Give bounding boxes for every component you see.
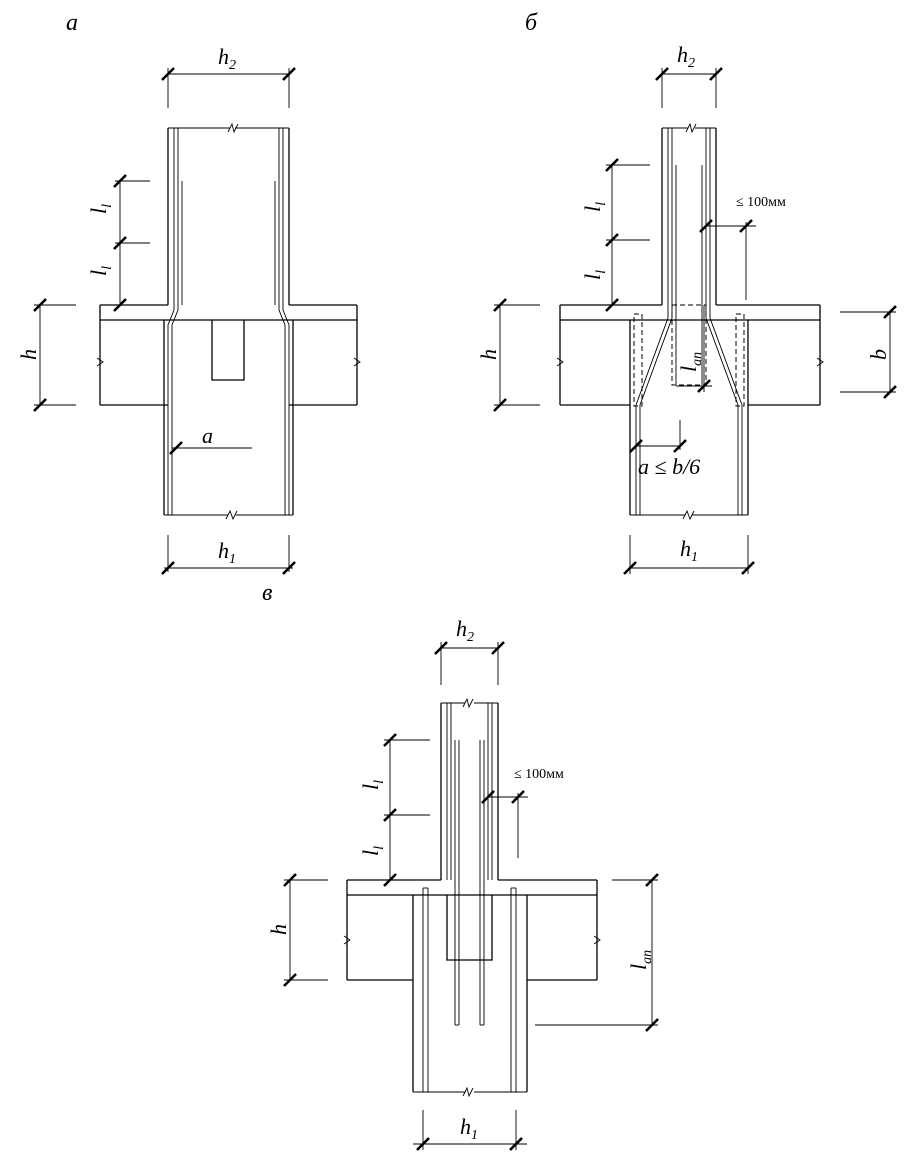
dim-100mm-label-v: ≤ 100мм (514, 767, 564, 782)
dim-h2-label-v: h2 (456, 616, 474, 645)
panel-label-b: б (525, 10, 538, 36)
dim-ll-upper-b: ll (580, 202, 609, 212)
dim-ll-lower-v: ll (358, 846, 387, 856)
dim-lan-label-b: lan (676, 352, 705, 372)
dim-h2-label-b: h2 (677, 42, 695, 71)
dim-100mm-label-b: ≤ 100мм (736, 195, 786, 210)
dim-ll-upper-a: ll (86, 204, 115, 214)
dim-a-label: a (202, 423, 213, 448)
dim-h2-label-a: h2 (218, 44, 236, 73)
dim-ll-lower-b: ll (580, 270, 609, 280)
panel-label-v: в (262, 580, 272, 606)
panel-b-drawing: б (476, 10, 897, 575)
dim-ll-lower-a: ll (86, 266, 115, 276)
dim-h-label-v: h (266, 924, 291, 935)
panel-a-drawing: а (16, 10, 361, 575)
dim-h1-label-v: h1 (460, 1114, 478, 1143)
panel-label-a: а (66, 10, 78, 36)
panel-v-drawing: в (262, 580, 659, 1151)
dim-h1-label-a: h1 (218, 538, 236, 567)
dim-lan-label-v: lan (626, 950, 655, 970)
dim-a-rule-label: a ≤ b/6 (638, 454, 700, 479)
dim-h-label-a: h (16, 349, 41, 360)
dim-ll-upper-v: ll (358, 780, 387, 790)
dim-b-label: b (866, 349, 891, 360)
dim-h-label-b: h (476, 349, 501, 360)
dim-h1-label-b: h1 (680, 536, 698, 565)
